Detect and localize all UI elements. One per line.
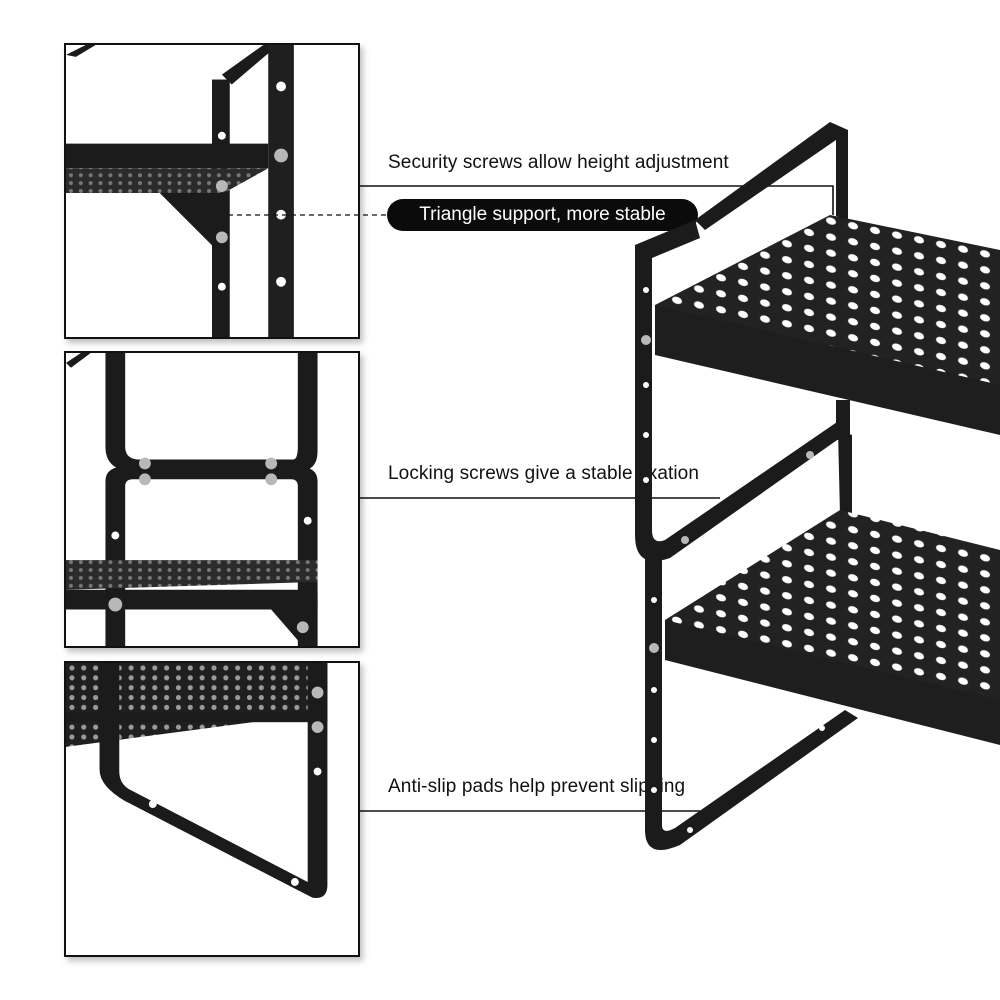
detail-image-antislip-pads bbox=[66, 663, 328, 899]
detail-panel-locking bbox=[64, 351, 360, 648]
callout-locking-screws: Locking screws give a stable fixation bbox=[388, 463, 700, 484]
detail-panel-antislip bbox=[64, 661, 360, 957]
callout-anti-slip-pads: Anti-slip pads help prevent slipping bbox=[388, 776, 686, 797]
callout-triangle-support: Triangle support, more stable bbox=[387, 199, 698, 231]
detail-panel-screws bbox=[64, 43, 360, 339]
callout-security-screws: Security screws allow height adjustment bbox=[388, 152, 729, 173]
detail-image-security-screws bbox=[66, 45, 294, 337]
detail-image-locking-screws bbox=[66, 353, 318, 646]
product-image-stackable-shelf bbox=[635, 122, 1000, 850]
